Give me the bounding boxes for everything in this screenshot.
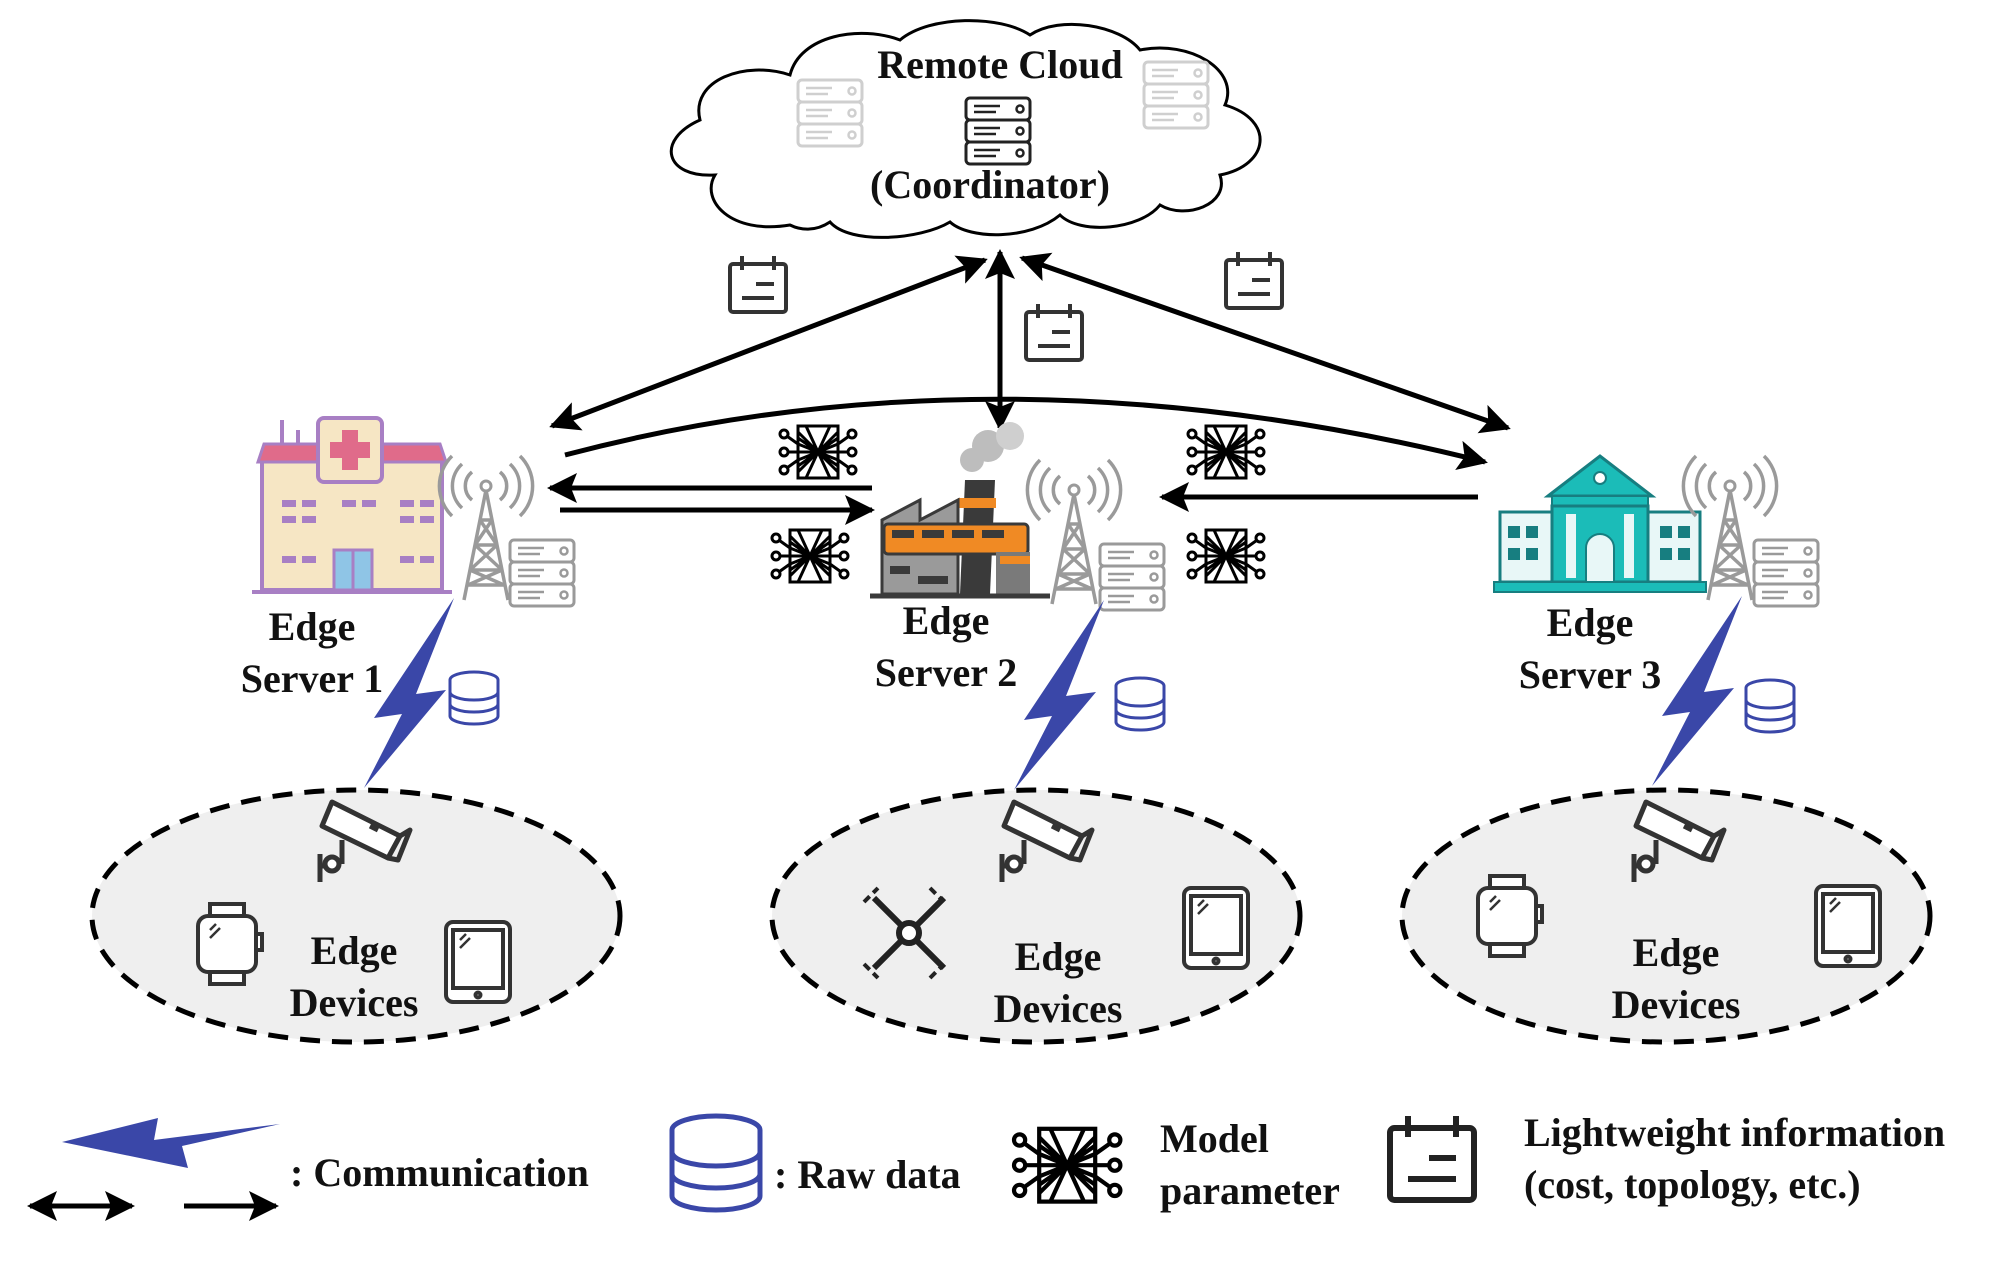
lightweight-info-icon-2 [1024,302,1084,362]
smartwatch-icon [196,902,264,986]
bank-icon [1493,454,1707,593]
tablet-icon [444,920,512,1004]
server3-label-line2: Server 3 [1519,652,1662,697]
server2-label-line2: Server 2 [875,650,1018,695]
lightweight-info-icon-1 [728,254,788,314]
arrow-cloud-server3 [1019,252,1511,434]
cloud-subtitle: (Coordinator) [870,162,1110,207]
legend-lightweight-label-line1: Lightweight information [1524,1110,1945,1155]
devices2-label-line2: Devices [994,986,1123,1031]
communication-arrows [547,249,1511,525]
device-group-1: Edge Devices [89,787,623,1045]
devices1-label-line1: Edge [311,928,398,973]
legend-lightweight-label-line2: (cost, topology, etc.) [1524,1162,1861,1207]
cloud-server-right-icon [1142,60,1210,130]
server1-label-line2: Server 1 [241,656,384,701]
cloud-server-left-icon [796,78,864,148]
factory-icon [870,422,1050,599]
model-parameter-icon-4 [1186,528,1266,584]
server1-label-line1: Edge [269,604,356,649]
server-rack-icon-server3 [1752,538,1820,608]
communication-bolt-3 [1652,596,1742,786]
model-parameter-icon-2 [770,528,850,584]
devices1-label-line2: Devices [290,980,419,1025]
smartwatch-icon [1476,874,1544,958]
model-parameter-icon-3 [1186,424,1266,480]
raw-data-db-icon-2 [1114,676,1166,732]
legend-model-label-line2: parameter [1160,1168,1340,1213]
server-rack-icon-server2 [1098,542,1166,612]
legend-raw-data-label: : Raw data [774,1152,961,1197]
legend-lightweight-icon [1390,1116,1474,1200]
devices3-label-line2: Devices [1612,982,1741,1027]
lightweight-info-icon-3 [1224,250,1284,310]
server-rack-icon-server1 [508,538,576,608]
server2-label-line1: Edge [903,598,990,643]
coordinator-server-icon [964,96,1032,166]
tablet-icon [1182,886,1250,970]
legend-model-icon [1014,1129,1120,1202]
devices3-label-line1: Edge [1633,930,1720,975]
legend-bolt-icon [62,1118,280,1168]
devices2-label-line1: Edge [1015,934,1102,979]
legend: : Communication : Raw data Model paramet… [26,1110,1945,1221]
cloud-title: Remote Cloud [877,42,1123,87]
tablet-icon [1814,884,1882,968]
device-group-2: Edge Devices [769,787,1303,1045]
raw-data-db-icon-1 [448,670,500,726]
arrow-server1-to-server3 [564,396,1488,470]
communication-bolt-2 [1014,600,1104,790]
legend-communication-label: : Communication [290,1150,589,1195]
server3-label-line1: Edge [1547,600,1634,645]
legend-model-label-line1: Model [1160,1116,1269,1161]
raw-data-db-icon-3 [1744,678,1796,734]
arrow-cloud-server1 [549,255,988,431]
hospital-icon [252,416,452,594]
device-group-3: Edge Devices [1399,787,1933,1045]
legend-database-icon [669,1113,763,1213]
model-parameter-icon-1 [778,424,858,480]
